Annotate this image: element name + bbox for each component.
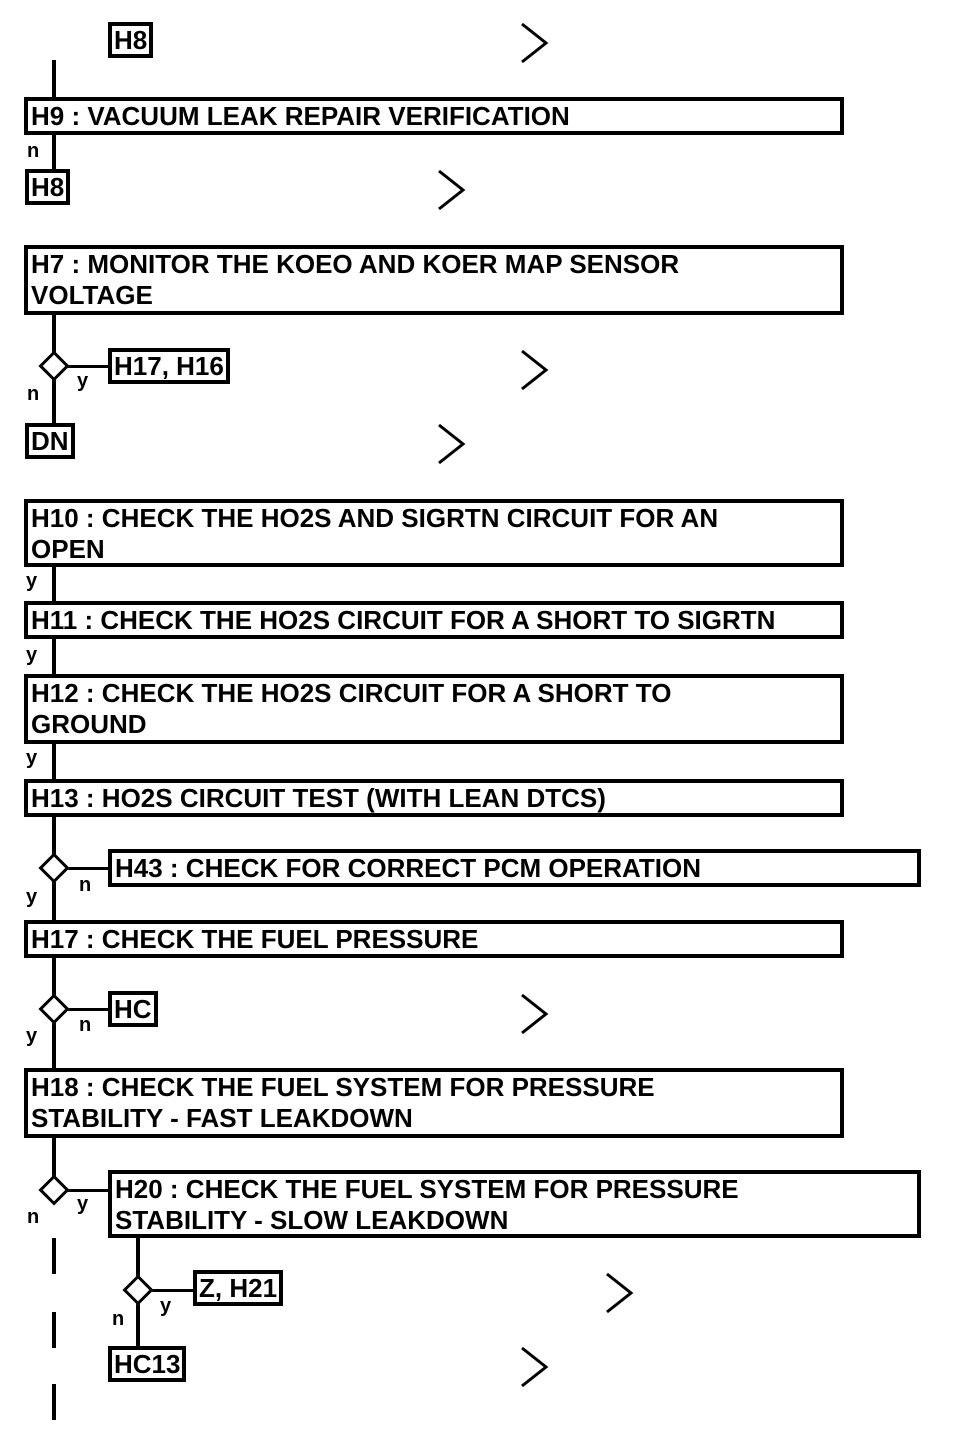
connector — [52, 1137, 56, 1195]
answer-yes-label: y — [160, 1295, 172, 1317]
step-h17[interactable]: H17 : CHECK THE FUEL PRESSURE — [24, 920, 844, 958]
dashed-connector — [52, 1312, 56, 1348]
step-h12[interactable]: H12 : CHECK THE HO2S CIRCUIT FOR A SHORT… — [24, 674, 844, 744]
answer-no-label: n — [27, 383, 40, 405]
step-h9[interactable]: H9 : VACUUM LEAK REPAIR VERIFICATION — [24, 97, 844, 135]
step-h43[interactable]: H43 : CHECK FOR CORRECT PCM OPERATION — [108, 849, 921, 887]
step-h10[interactable]: H10 : CHECK THE HO2S AND SIGRTN CIRCUIT … — [24, 499, 844, 567]
chevron-right-icon[interactable] — [520, 22, 549, 64]
decision-diamond — [38, 350, 70, 382]
answer-no-label: n — [27, 1206, 40, 1228]
step-h7[interactable]: H7 : MONITOR THE KOEO AND KOER MAP SENSO… — [24, 245, 844, 315]
connector — [52, 565, 56, 603]
dashed-connector — [52, 1238, 56, 1274]
answer-yes-label: y — [26, 644, 38, 666]
ref-box-hc[interactable]: HC — [108, 991, 158, 1027]
chevron-right-icon[interactable] — [520, 993, 549, 1035]
chevron-right-icon[interactable] — [437, 169, 466, 211]
branch-line — [66, 1008, 110, 1011]
ref-box-dn[interactable]: DN — [25, 423, 75, 459]
branch-line — [66, 1189, 110, 1192]
step-title: H43 : CHECK FOR CORRECT PCM OPERATION — [115, 853, 701, 883]
step-h20[interactable]: H20 : CHECK THE FUEL SYSTEM FOR PRESSURE… — [108, 1170, 921, 1238]
step-title-line-1: H7 : MONITOR THE KOEO AND KOER MAP SENSO… — [31, 249, 680, 279]
ref-box-h8[interactable]: H8 — [25, 169, 71, 205]
step-h13[interactable]: H13 : HO2S CIRCUIT TEST (WITH LEAN DTCS) — [24, 779, 844, 817]
answer-yes-label: y — [26, 570, 38, 592]
step-title-line-2: VOLTAGE — [31, 280, 153, 310]
answer-no-label: n — [27, 140, 40, 162]
step-title: H11 : CHECK THE HO2S CIRCUIT FOR A SHORT… — [31, 605, 776, 635]
ref-box-z-h21[interactable]: Z, H21 — [193, 1270, 284, 1306]
connector — [52, 60, 56, 100]
step-title-line-1: H18 : CHECK THE FUEL SYSTEM FOR PRESSURE — [31, 1072, 655, 1102]
answer-no-label: n — [79, 874, 92, 896]
step-title: H17 : CHECK THE FUEL PRESSURE — [31, 924, 479, 954]
step-title-line-2: GROUND — [31, 709, 147, 739]
decision-diamond — [38, 852, 70, 884]
step-title-line-1: H12 : CHECK THE HO2S CIRCUIT FOR A SHORT… — [31, 678, 672, 708]
step-title-line-2: OPEN — [31, 534, 105, 564]
chevron-right-icon[interactable] — [605, 1272, 634, 1314]
ref-box-hc13[interactable]: HC13 — [108, 1346, 187, 1382]
answer-yes-label: y — [77, 370, 89, 392]
decision-diamond — [38, 993, 70, 1025]
step-title-line-2: STABILITY - FAST LEAKDOWN — [31, 1103, 413, 1133]
branch-line — [66, 867, 110, 870]
answer-yes-label: y — [26, 747, 38, 769]
chevron-right-icon[interactable] — [520, 1346, 549, 1388]
ref-box-h8[interactable]: H8 — [108, 22, 154, 58]
answer-no-label: n — [79, 1014, 92, 1036]
chevron-right-icon[interactable] — [437, 423, 466, 465]
connector — [52, 638, 56, 676]
step-title-line-1: H20 : CHECK THE FUEL SYSTEM FOR PRESSURE — [115, 1174, 739, 1204]
step-h18[interactable]: H18 : CHECK THE FUEL SYSTEM FOR PRESSURE… — [24, 1068, 844, 1138]
decision-diamond — [38, 1174, 70, 1206]
step-h11[interactable]: H11 : CHECK THE HO2S CIRCUIT FOR A SHORT… — [24, 601, 844, 639]
ref-box-h17-h16[interactable]: H17, H16 — [108, 348, 230, 384]
step-title: H13 : HO2S CIRCUIT TEST (WITH LEAN DTCS) — [31, 783, 606, 813]
step-title: H9 : VACUUM LEAK REPAIR VERIFICATION — [31, 101, 570, 131]
answer-yes-label: y — [77, 1193, 89, 1215]
branch-line — [150, 1289, 196, 1292]
connector — [52, 742, 56, 782]
connector — [52, 133, 56, 173]
dashed-connector — [52, 1384, 56, 1420]
answer-no-label: n — [112, 1308, 125, 1330]
step-title-line-2: STABILITY - SLOW LEAKDOWN — [115, 1205, 509, 1235]
decision-diamond — [122, 1274, 154, 1306]
answer-yes-label: y — [26, 886, 38, 908]
chevron-right-icon[interactable] — [520, 349, 549, 391]
answer-yes-label: y — [26, 1025, 38, 1047]
step-title-line-1: H10 : CHECK THE HO2S AND SIGRTN CIRCUIT … — [31, 503, 719, 533]
branch-line — [66, 365, 110, 368]
